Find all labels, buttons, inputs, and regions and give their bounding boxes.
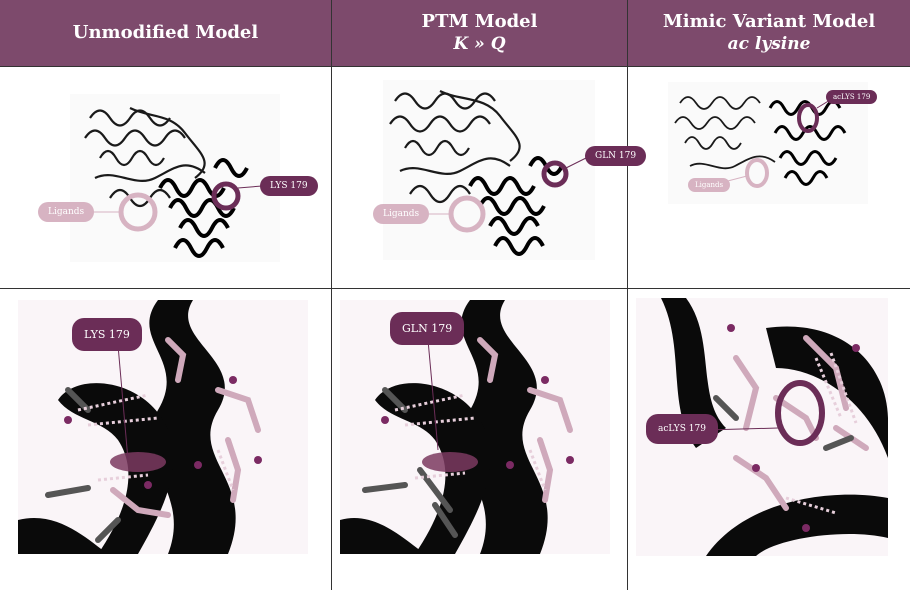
column-divider <box>627 0 628 590</box>
column-header-unmodified: Unmodified Model <box>0 0 331 66</box>
closeup-ptm: GLN 179 <box>340 300 610 554</box>
column-subtitle: ac lysine <box>727 34 811 54</box>
residue-callout: GLN 179 <box>390 312 465 345</box>
ligands-label: Ligands <box>38 202 95 222</box>
residue-label: LYS 179 <box>260 176 318 196</box>
closeup-mimic: acLYS 179 <box>636 298 888 556</box>
column-header-mimic: Mimic Variant Model ac lysine <box>628 0 910 66</box>
overview-unmodified: Ligands LYS 179 <box>30 88 320 268</box>
column-title: Mimic Variant Model <box>662 11 876 32</box>
column-subtitle: K » Q <box>453 34 506 54</box>
protein-structure-image <box>70 94 280 262</box>
residue-label: GLN 179 <box>585 146 647 166</box>
column-title: PTM Model <box>421 11 538 32</box>
residue-callout: LYS 179 <box>72 318 142 351</box>
protein-structure-image <box>383 80 595 260</box>
residue-callout: acLYS 179 <box>646 414 718 444</box>
column-title: Unmodified Model <box>72 22 259 43</box>
row-divider <box>0 288 910 289</box>
overview-ptm: Ligands GLN 179 <box>345 76 647 266</box>
binding-site-image <box>18 300 308 554</box>
ligands-label: Ligands <box>688 178 731 192</box>
overview-mimic: Ligands acLYS 179 <box>660 78 900 208</box>
row-divider <box>0 66 910 67</box>
binding-site-image <box>340 300 610 554</box>
ligands-label: Ligands <box>373 204 430 224</box>
column-divider <box>331 0 332 590</box>
closeup-unmodified: LYS 179 <box>18 300 308 554</box>
column-header-ptm: PTM Model K » Q <box>332 0 627 66</box>
residue-label: acLYS 179 <box>826 90 878 104</box>
